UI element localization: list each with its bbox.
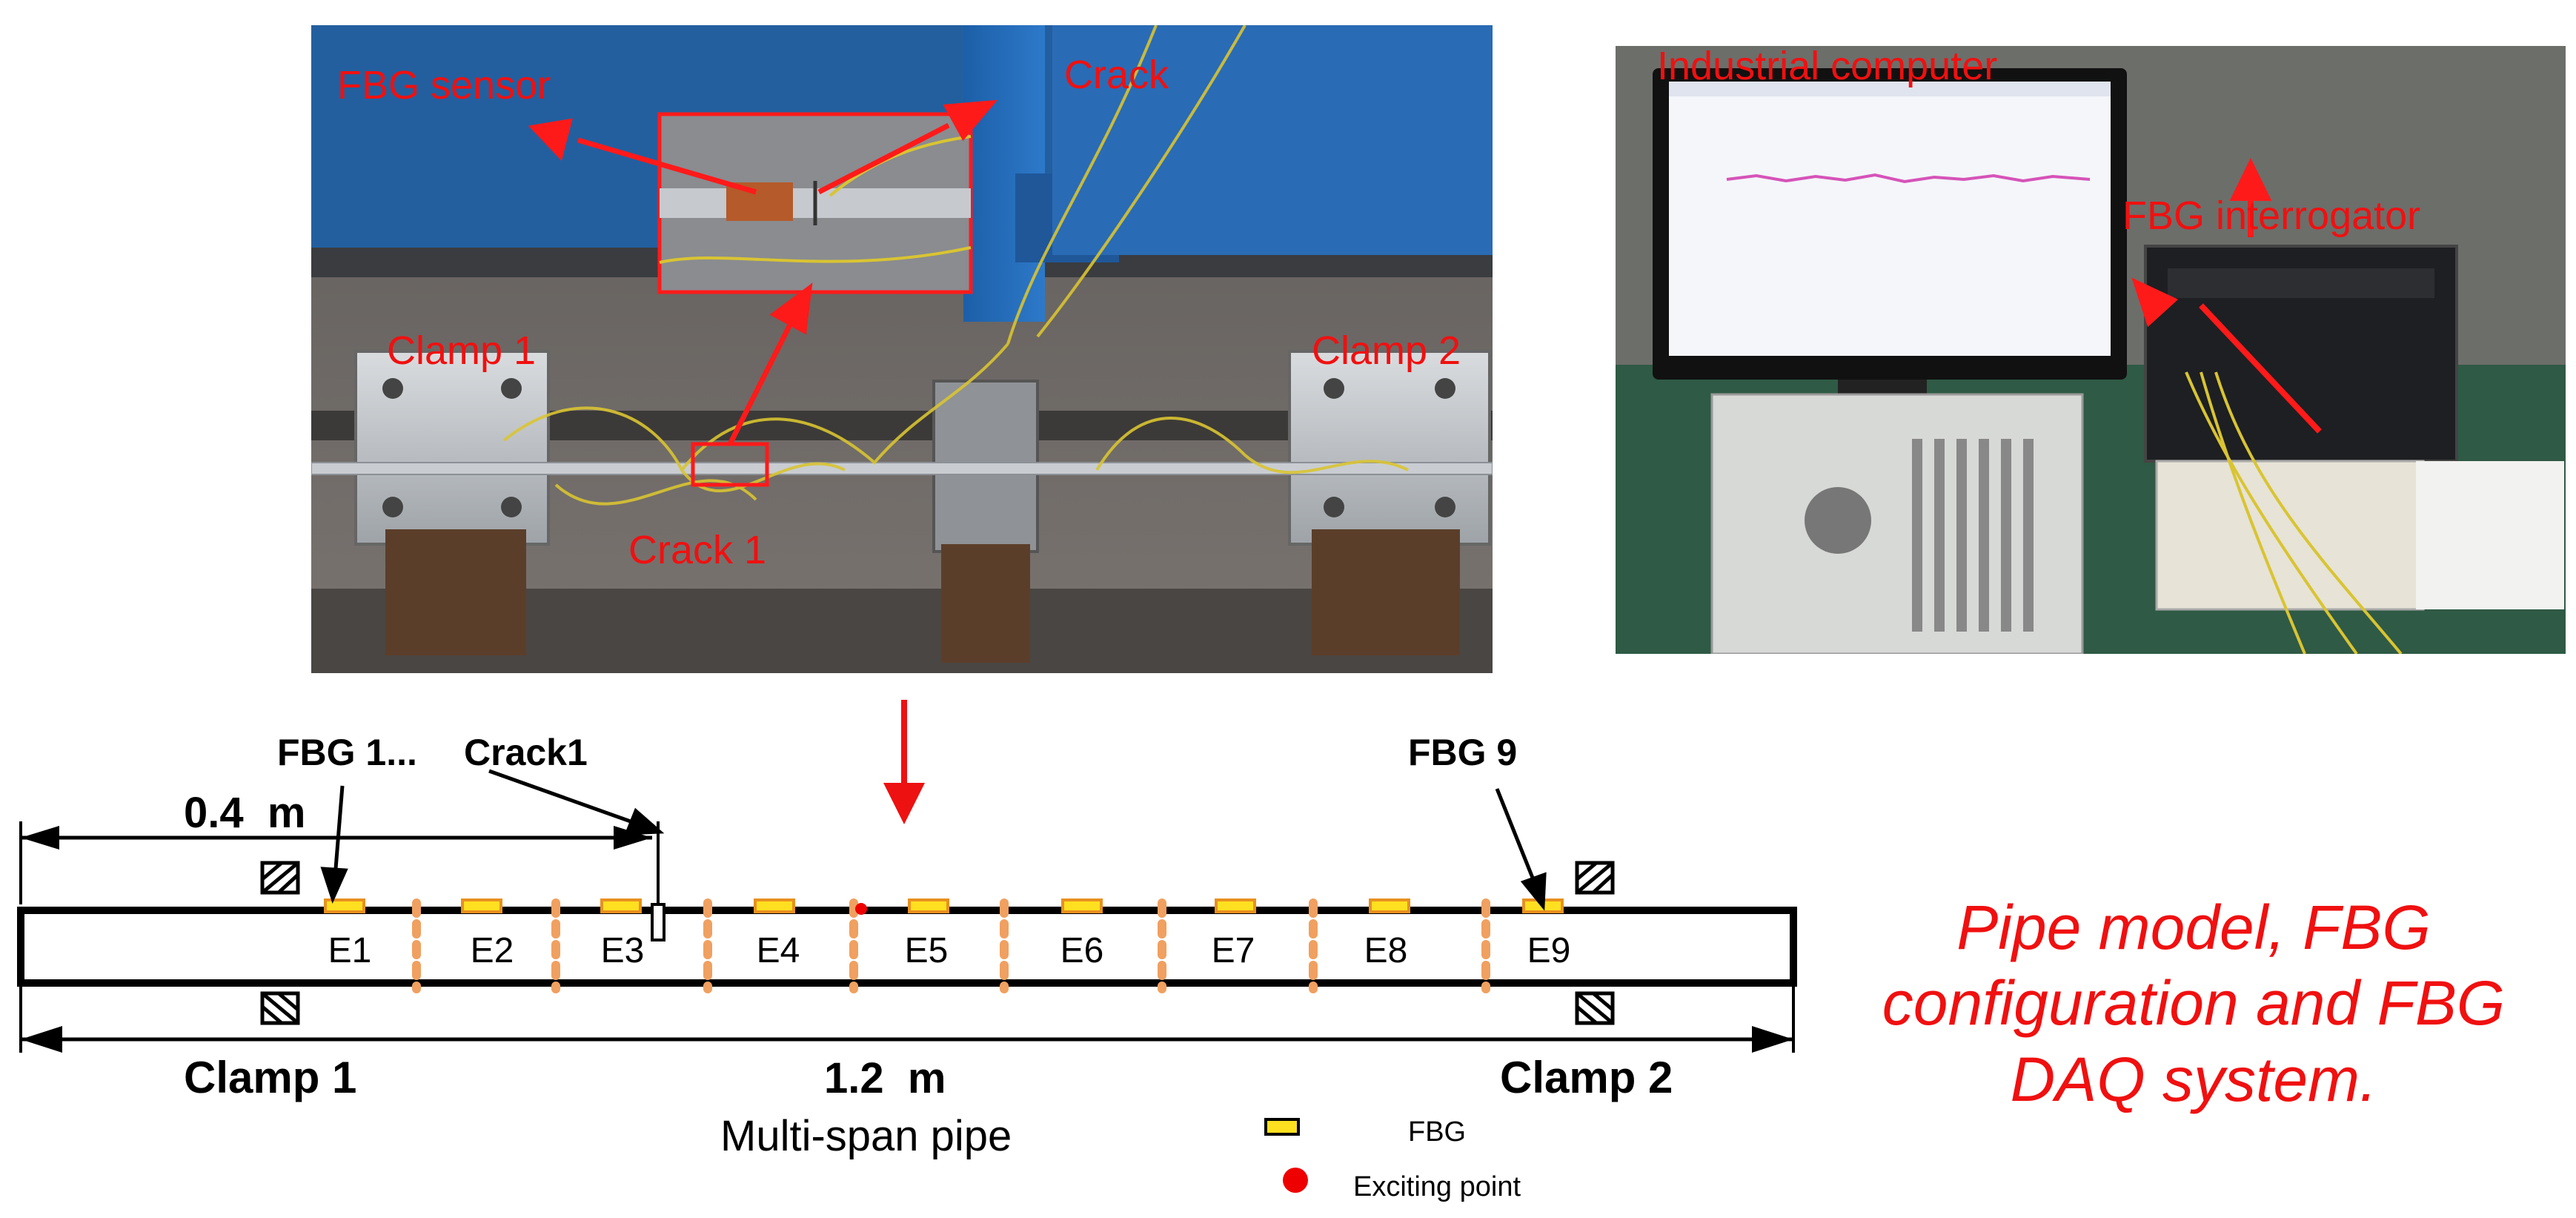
clamp-2-label: Clamp 2	[1500, 1053, 1673, 1102]
fbg-sensor-1	[324, 898, 365, 913]
element-label-7: E7	[1212, 931, 1255, 970]
figure-caption: Pipe model, FBG configuration and FBG DA…	[1823, 890, 2564, 1117]
dimension-label-full: 1.2 m	[824, 1054, 946, 1102]
fbg-sensor-5	[908, 898, 949, 913]
element-label-1: E1	[328, 931, 372, 970]
clamp-1-bottom	[260, 991, 300, 1025]
callout-arrow-fbg9	[1520, 872, 1547, 911]
element-label-5: E5	[905, 931, 949, 970]
caption-line-1: Pipe model, FBG	[1956, 893, 2431, 962]
label-fbg-sensor: FBG sensor	[337, 63, 551, 107]
daq-photo	[1616, 46, 2566, 654]
clamp-1-label: Clamp 1	[184, 1053, 357, 1102]
label-crack-1-photo: Crack 1	[628, 528, 767, 572]
fbg-sensor-4	[754, 898, 795, 913]
down-arrow	[883, 700, 925, 824]
clamp-2-top	[1575, 861, 1615, 895]
fbg-sensor-8	[1369, 898, 1410, 913]
callout-line-fbg9	[1495, 788, 1538, 886]
exciting-point-marker	[855, 903, 867, 915]
caption-line-2: configuration and FBG	[1882, 968, 2506, 1039]
legend-fbg-icon	[1264, 1118, 1300, 1136]
fbg-sensor-2	[461, 898, 502, 913]
callout-fbg1: FBG 1...	[277, 732, 417, 773]
element-label-6: E6	[1060, 931, 1104, 970]
callout-crack1: Crack1	[464, 732, 588, 773]
callout-arrow-fbg1	[320, 867, 348, 904]
pipe-label: Multi-span pipe	[720, 1112, 1012, 1160]
label-crack: Crack	[1064, 53, 1169, 97]
dimension-label-short: 0.4 m	[184, 789, 306, 837]
daq-photo-drawing	[1616, 46, 2566, 654]
fbg-sensor-7	[1215, 898, 1256, 913]
legend-fbg-label: FBG	[1408, 1116, 1467, 1148]
caption-line-3: DAQ system.	[2010, 1044, 2377, 1114]
label-clamp-1-photo: Clamp 1	[387, 328, 537, 373]
callout-line-crack1	[488, 769, 640, 827]
callout-arrow-crack1	[624, 807, 665, 835]
legend-exciting-point-label: Exciting point	[1353, 1171, 1521, 1202]
clamp-2-bottom	[1575, 991, 1615, 1025]
dimension-arrow-right-short	[614, 826, 652, 850]
element-label-2: E2	[471, 931, 514, 970]
rig-photo-drawing	[311, 25, 1493, 673]
element-label-9: E9	[1527, 931, 1571, 970]
legend-exciting-point-icon	[1283, 1168, 1308, 1193]
clamp-1-top	[260, 861, 300, 895]
dimension-arrow-left-short	[21, 826, 59, 850]
callout-line-fbg1	[333, 785, 345, 878]
element-label-3: E3	[601, 931, 645, 970]
element-label-8: E8	[1364, 931, 1408, 970]
label-industrial-computer: Industrial computer	[1657, 44, 1998, 88]
rig-photo	[311, 25, 1493, 673]
label-fbg-interrogator: FBG interrogator	[2122, 193, 2421, 238]
label-clamp-2-photo: Clamp 2	[1312, 328, 1461, 373]
pipe-body	[17, 907, 1797, 987]
crack-slit	[651, 903, 665, 941]
callout-fbg9: FBG 9	[1408, 732, 1518, 773]
fbg-sensor-6	[1061, 898, 1103, 913]
fbg-sensor-3	[600, 898, 642, 913]
element-label-4: E4	[757, 931, 800, 970]
